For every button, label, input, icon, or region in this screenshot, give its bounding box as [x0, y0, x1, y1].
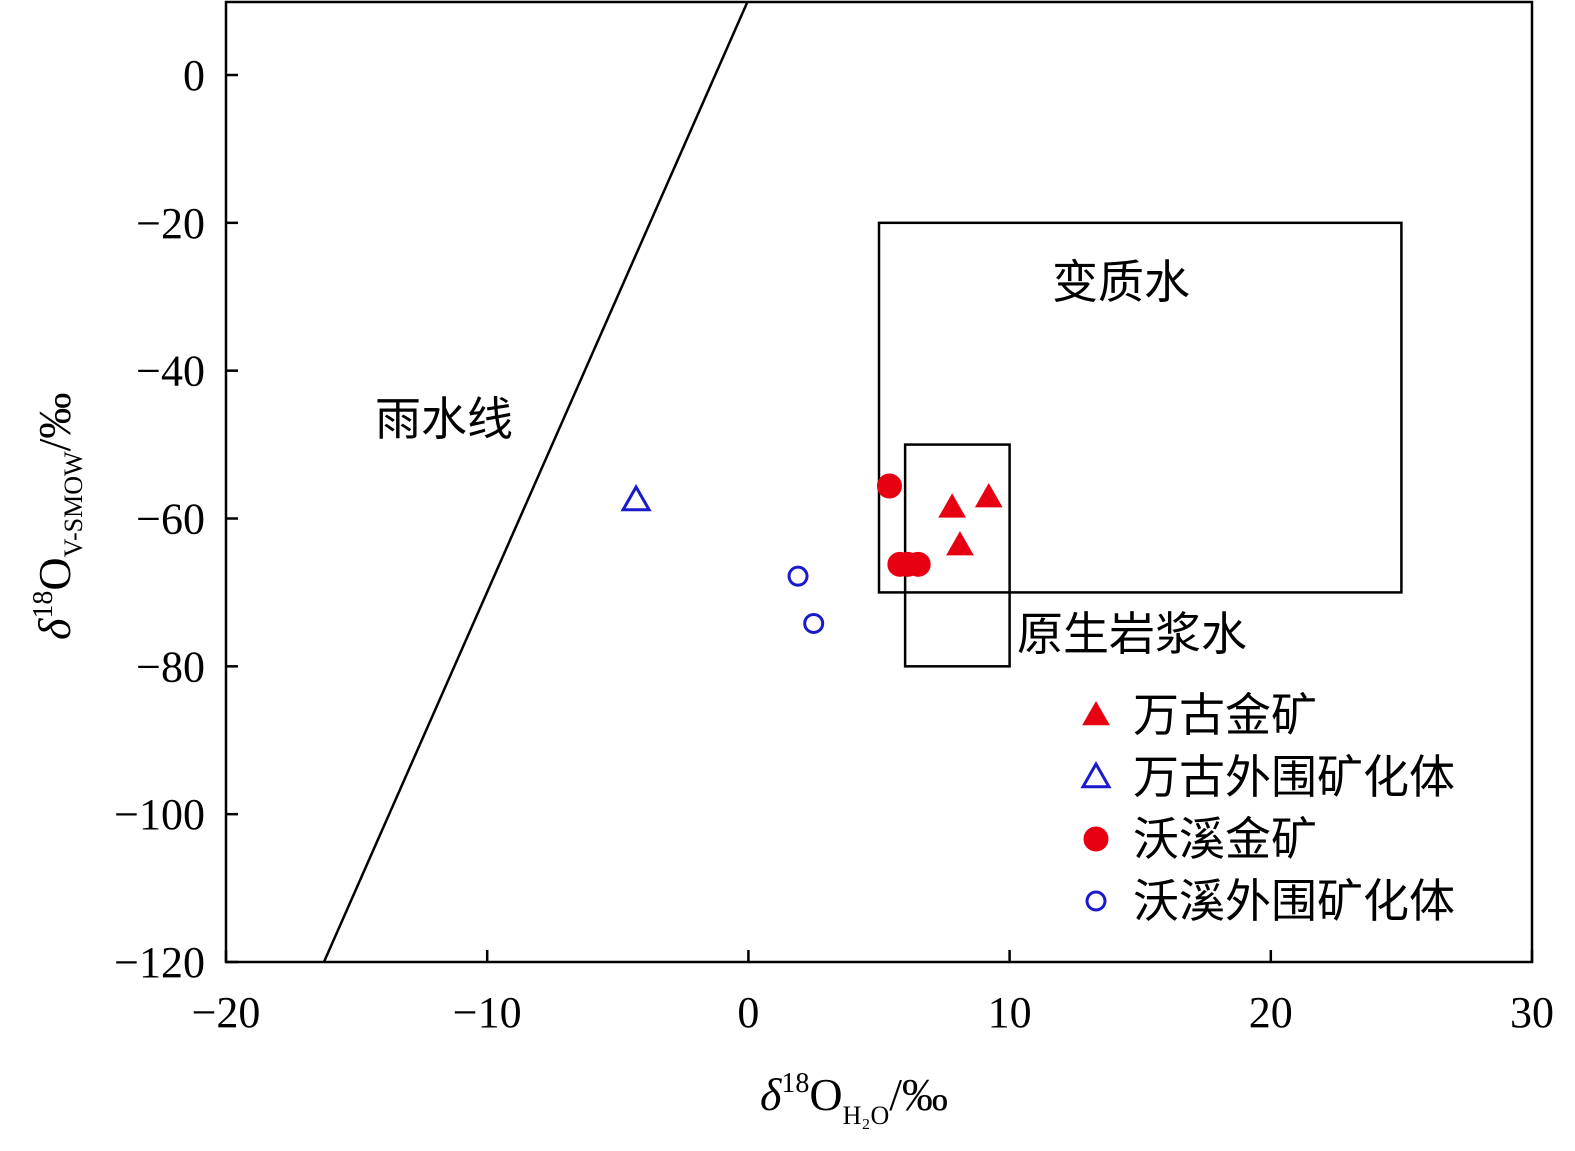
y-tick-label: −40: [136, 347, 205, 396]
data-point: [974, 483, 1003, 508]
svg-text:沃溪金矿: 沃溪金矿: [1133, 814, 1317, 865]
y-tick-label: −100: [114, 790, 205, 839]
legend-item: 万古金矿: [1082, 690, 1317, 741]
legend-marker: [1082, 700, 1110, 726]
data-point: [938, 493, 966, 518]
x-tick-label: 20: [1249, 988, 1293, 1037]
legend-item: 沃溪外围矿化体: [1085, 876, 1455, 927]
data-point: [876, 473, 902, 499]
svg-text:万古金矿: 万古金矿: [1133, 690, 1317, 741]
x-tick-label: 30: [1510, 988, 1554, 1037]
y-axis-label: δ18OV-SMOW/‰: [28, 393, 88, 640]
legend: 万古金矿 万古外围矿化体 沃溪金矿 沃溪外围矿化体: [1080, 690, 1455, 927]
y-tick-label: −20: [136, 199, 205, 248]
y-tick-label: 0: [183, 51, 205, 100]
svg-text:沃溪外围矿化体: 沃溪外围矿化体: [1133, 876, 1455, 927]
meteoric-water-line: [322, 1, 749, 963]
x-tick-label: 0: [737, 988, 759, 1037]
legend-marker: [1085, 890, 1107, 912]
svg-text:万古外围矿化体: 万古外围矿化体: [1133, 752, 1455, 803]
plot-area: [322, 1, 1403, 963]
meteoric-line-label: 雨水线: [375, 394, 513, 445]
legend-marker: [1083, 826, 1109, 852]
magmatic-water-label: 原生岩浆水: [1017, 609, 1247, 660]
y-tick-label: −60: [136, 495, 205, 544]
legend-item: 沃溪金矿: [1083, 814, 1317, 865]
data-point: [905, 551, 931, 577]
plot-frame: [224, 0, 1534, 964]
metamorphic-water-box: [877, 221, 1403, 594]
y-tick-label: −120: [114, 938, 205, 987]
metamorphic-water-label: 变质水: [1052, 257, 1190, 308]
y-tick-label: −80: [136, 642, 205, 691]
x-tick-label: −10: [453, 988, 522, 1037]
x-tick-label: −20: [192, 988, 261, 1037]
legend-item: 万古外围矿化体: [1080, 752, 1455, 803]
data-point: [803, 612, 825, 634]
x-axis-label: δ18OH₂O/‰: [760, 1068, 948, 1130]
x-tick-label: 10: [988, 988, 1032, 1037]
data-point: [946, 531, 974, 556]
data-point: [787, 565, 809, 587]
data-point: [620, 483, 652, 512]
legend-marker: [1080, 760, 1112, 789]
